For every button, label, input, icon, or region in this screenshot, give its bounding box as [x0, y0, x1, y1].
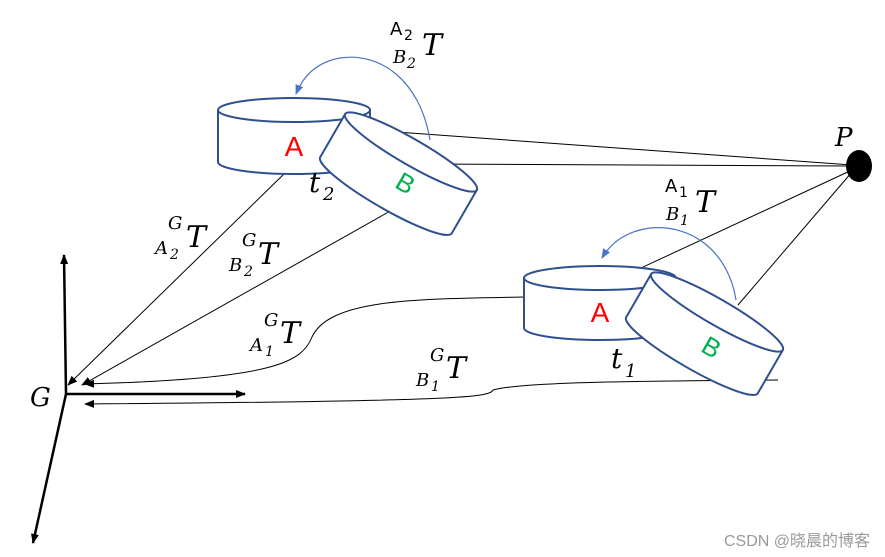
cylinder-a2 — [217, 97, 371, 175]
line-b2-to-g — [81, 209, 393, 386]
line-b1-to-g — [84, 379, 779, 408]
svg-text:B: B — [228, 255, 242, 276]
svg-text:1: 1 — [625, 361, 636, 382]
rotation-arrow-t1 — [601, 227, 737, 301]
point-p-label: P — [834, 123, 853, 153]
world-frame-label: G — [30, 383, 51, 413]
time-label-t2: t 2 — [309, 166, 334, 205]
svg-text:t: t — [309, 166, 321, 199]
svg-text:2: 2 — [169, 247, 179, 263]
svg-text:T: T — [186, 220, 208, 255]
line-a1-to-g — [84, 296, 526, 388]
line-a2-to-g — [67, 171, 287, 386]
axis-up — [60, 254, 69, 395]
svg-text:B: B — [415, 370, 429, 391]
svg-text:G: G — [264, 310, 278, 331]
svg-text:B: B — [392, 47, 406, 68]
svg-text:1: 1 — [680, 213, 689, 229]
axis-down — [31, 393, 68, 544]
svg-text:t: t — [611, 342, 623, 375]
transform-a2-b2-label: A 2 B 2 T — [390, 19, 444, 72]
svg-text:A: A — [248, 335, 263, 356]
point-p-marker — [846, 150, 872, 182]
cylinder-a2-label: A — [285, 131, 304, 162]
svg-text:1: 1 — [265, 344, 274, 360]
cylinder-b2 — [318, 111, 479, 236]
svg-text:B: B — [665, 204, 679, 225]
transform-a1-b1-label: A 1 B 1 T — [665, 176, 717, 229]
line-b1-to-p — [737, 171, 853, 306]
cylinder-b1 — [624, 271, 785, 396]
svg-text:T: T — [695, 185, 717, 220]
svg-text:G: G — [430, 345, 444, 366]
svg-text:G: G — [242, 230, 256, 251]
world-frame-axes — [31, 254, 246, 544]
svg-text:A: A — [665, 176, 678, 197]
line-b2-to-p — [420, 163, 853, 167]
svg-text:G: G — [168, 213, 182, 234]
svg-text:A: A — [153, 238, 168, 259]
svg-text:T: T — [258, 237, 280, 272]
svg-text:1: 1 — [679, 185, 688, 201]
transform-g-b2-label: G B 2 T — [228, 230, 280, 280]
transform-g-a2-label: G A 2 T — [153, 213, 208, 263]
svg-text:T: T — [422, 28, 444, 63]
rotation-arrow-t2 — [295, 56, 431, 141]
cylinder-a1 — [523, 265, 677, 341]
svg-text:2: 2 — [243, 264, 253, 280]
watermark-text: CSDN @晓晨的博客 — [724, 532, 870, 550]
svg-text:A: A — [390, 19, 403, 40]
svg-text:2: 2 — [322, 184, 334, 205]
svg-text:2: 2 — [406, 56, 416, 72]
transform-g-a1-label: G A 1 T — [248, 310, 302, 360]
cylinder-a1-label: A — [591, 297, 610, 328]
svg-text:2: 2 — [404, 28, 413, 44]
svg-text:T: T — [280, 316, 302, 351]
transform-g-b1-label: G B 1 T — [415, 345, 468, 395]
svg-text:1: 1 — [431, 379, 440, 395]
svg-text:T: T — [446, 351, 468, 386]
time-label-t1: t 1 — [611, 342, 636, 382]
